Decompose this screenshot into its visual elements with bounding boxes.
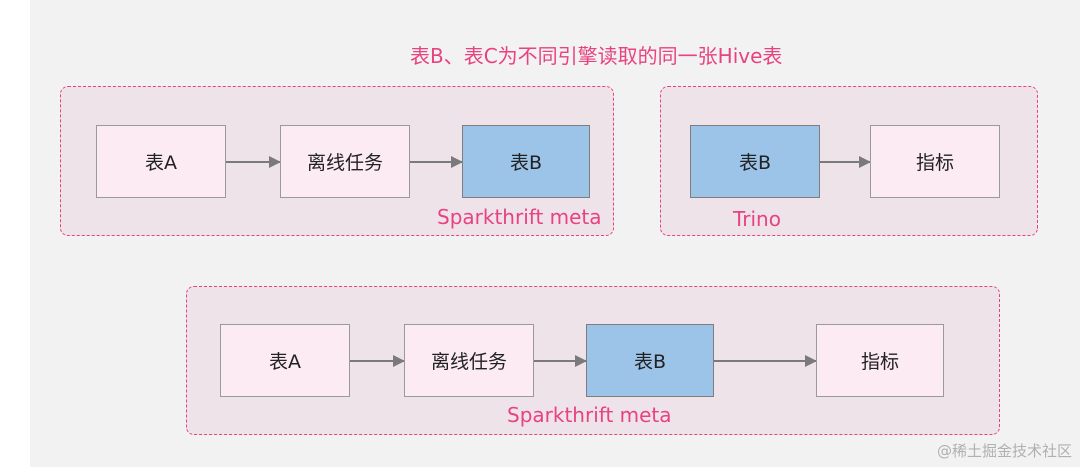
node-offline-task-top: 离线任务 [280, 125, 410, 198]
group-label-trino: Trino [733, 207, 781, 231]
node-offline-task-bottom: 离线任务 [404, 324, 534, 397]
node-table-a-top: 表A [96, 125, 226, 198]
group-label-sparkthrift-top: Sparkthrift meta [437, 205, 602, 229]
arrow-offline-to-b-top [410, 156, 463, 168]
arrow-a-to-offline-bottom [350, 355, 405, 367]
arrow-b-to-metric-bottom [714, 355, 817, 367]
group-label-sparkthrift-bottom: Sparkthrift meta [507, 403, 672, 427]
arrow-b-to-metric-trino [820, 156, 871, 168]
watermark: @稀土掘金技术社区 [936, 442, 1072, 460]
node-metric-bottom: 指标 [816, 324, 944, 397]
node-table-b-top: 表B [462, 125, 590, 198]
diagram-title: 表B、表C为不同引擎读取的同一张Hive表 [410, 44, 783, 68]
node-table-b-bottom: 表B [586, 324, 714, 397]
arrow-offline-to-b-bottom [534, 355, 587, 367]
arrow-a-to-offline-top [226, 156, 281, 168]
node-table-a-bottom: 表A [220, 324, 350, 397]
node-metric-trino: 指标 [870, 125, 1000, 198]
node-table-b-trino: 表B [690, 125, 820, 198]
